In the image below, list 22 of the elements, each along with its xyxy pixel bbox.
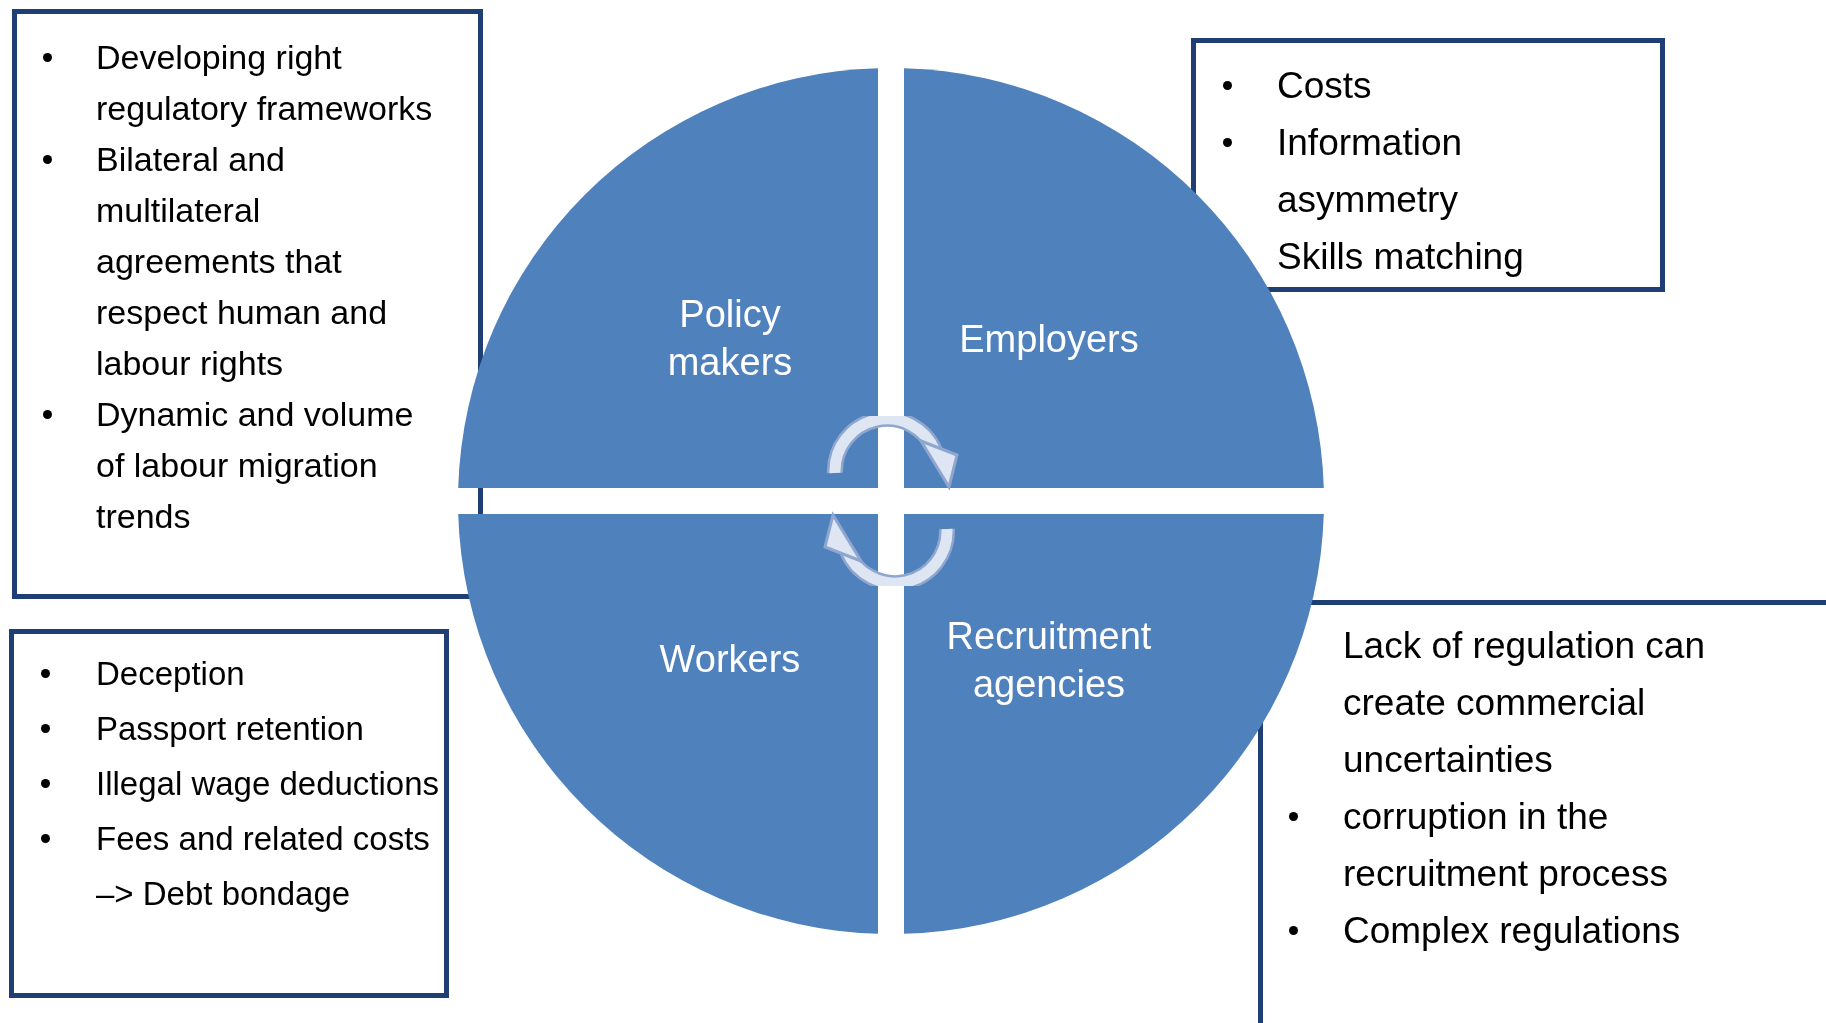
bullet-text: Bilateral and multilateral agreements that respect human and labour rights — [96, 139, 389, 384]
text-box — [9, 629, 449, 998]
bullet-text: Developing right regulatory frameworks — [96, 37, 434, 129]
bullet-text: Illegal wage deductions — [96, 764, 441, 804]
quadrant-label: Recruitment agencies — [945, 613, 1153, 707]
bullet-text: Costs — [1277, 64, 1373, 108]
quadrant-label: Employers — [958, 317, 1140, 363]
bullet-text: Deception — [96, 654, 246, 694]
quadrant-segment — [458, 68, 878, 488]
bullet-text: Complex regulations — [1343, 909, 1682, 953]
quadrant-segment — [904, 514, 1324, 934]
text-box — [1258, 600, 1826, 1023]
bullet-text: Fees and related costs –> Debt bondage — [96, 819, 431, 914]
quadrant-label: Policy makers — [666, 291, 794, 384]
quadrant-segment — [458, 514, 878, 934]
bullet-text: corruption in the recruitment process — [1343, 795, 1669, 896]
quadrant-label: Workers — [658, 637, 802, 683]
bullet-text: Dynamic and volume of labour migration trends — [96, 394, 415, 537]
text-box — [1191, 38, 1665, 292]
bullet-text: Information asymmetry — [1277, 121, 1464, 222]
bullet-text: Skills matching — [1277, 235, 1525, 279]
bullet-text: Passport retention — [96, 709, 365, 749]
